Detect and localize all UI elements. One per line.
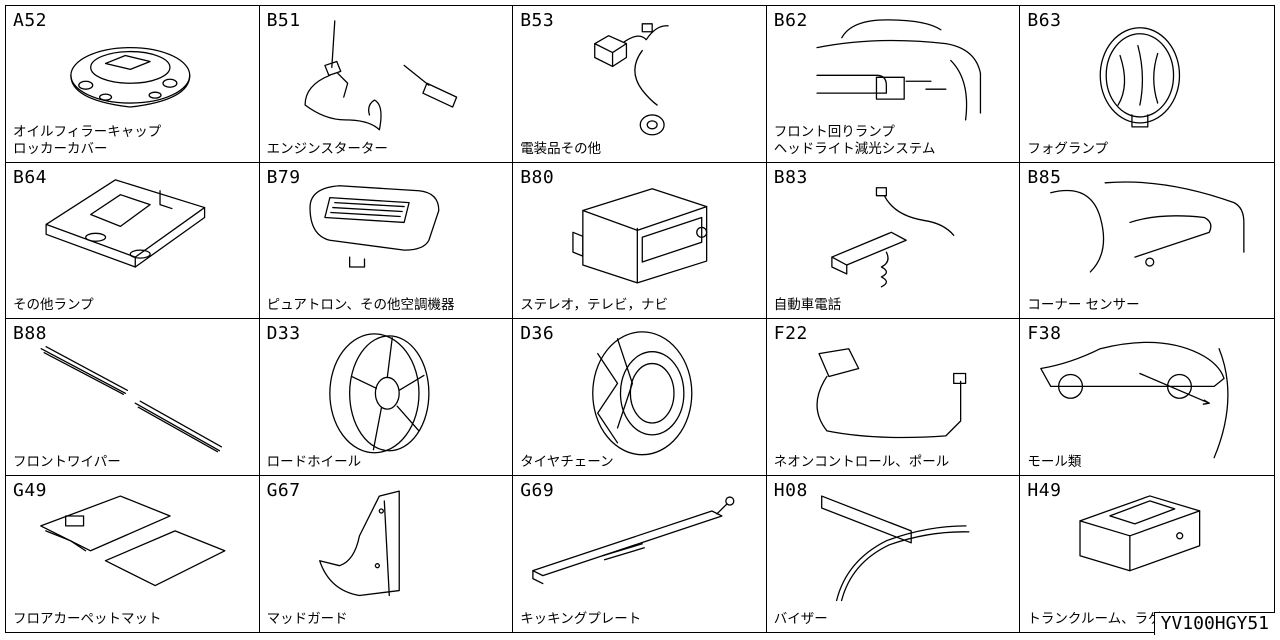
part-cell-b62[interactable]: B62 フロント回りランプ ヘッドライト減光システム (766, 6, 1021, 163)
car-phone-illustration (831, 186, 955, 287)
part-cell-h49[interactable]: H49 トランクルーム、ラゲージルーム (1020, 476, 1274, 633)
part-code: D36 (520, 323, 555, 344)
road-wheel-illustration (328, 333, 430, 454)
part-cell-h08[interactable]: H08 バイザー (767, 475, 1021, 632)
diagram-code: YV100HGY51 (1153, 612, 1275, 635)
neon-control-illustration (816, 348, 967, 439)
part-label: 自動車電話 (773, 297, 842, 313)
part-code: B53 (520, 10, 555, 31)
part-cell-f22[interactable]: F22 ネオンコントロール、ポール (766, 319, 1021, 476)
part-label: キッキングプレート (520, 611, 642, 627)
part-label: フロントワイパー (13, 453, 121, 470)
part-cell-b85[interactable]: B85 コーナー センサー (1020, 163, 1274, 319)
part-code: D33 (266, 323, 301, 344)
part-code: B79 (266, 166, 301, 188)
tire-chain-illustration (592, 331, 693, 456)
part-code: B64 (13, 166, 48, 188)
trunk-box-illustration (1079, 494, 1201, 571)
part-cell-b63[interactable]: B63 フォグランプ (1020, 6, 1274, 163)
part-code: H08 (773, 479, 808, 501)
moldings-illustration (1040, 341, 1229, 459)
part-code: G69 (520, 479, 555, 501)
engine-starter-illustration (304, 20, 457, 131)
part-label: エンジンスターター (266, 140, 388, 157)
part-code: B88 (13, 323, 48, 344)
part-code: B63 (1027, 10, 1062, 31)
stereo-unit-illustration (572, 187, 708, 283)
part-label: ピュアトロン、その他空調機器 (266, 297, 455, 313)
fog-lamp-illustration (1100, 27, 1181, 128)
part-cell-f38[interactable]: F38 モール類 (1020, 319, 1274, 476)
part-label: フロント回りランプ ヘッドライト減光システム (773, 123, 936, 157)
oil-filler-cap-illustration (70, 46, 191, 108)
part-label: モール類 (1027, 453, 1082, 470)
part-cell-g69[interactable]: G69 キッキングプレート (513, 475, 767, 632)
part-label: コーナー センサー (1027, 297, 1140, 313)
part-label: ロードホイール (266, 453, 362, 470)
part-cell-b88[interactable]: B88 フロントワイパー (6, 319, 260, 476)
part-code: B62 (773, 10, 808, 31)
part-label: フロアカーペットマット (13, 611, 162, 627)
corner-sensor-illustration (1050, 180, 1245, 273)
part-cell-d33[interactable]: D33 ロードホイール (259, 319, 514, 476)
front-lamps-illustration (816, 19, 981, 121)
floor-mat-illustration (40, 494, 226, 586)
part-code: F38 (1027, 323, 1062, 344)
electrical-parts-illustration (594, 23, 669, 136)
part-label: マッドガード (266, 611, 348, 627)
part-cell-b53[interactable]: B53 電装品その他 (513, 6, 767, 163)
part-cell-g49[interactable]: G49 フロアカーペットマット (6, 475, 260, 632)
mud-guard-illustration (318, 489, 400, 596)
part-label: バイザー (773, 611, 828, 627)
part-cell-b51[interactable]: B51 エンジンスターター (259, 6, 514, 163)
part-code: G49 (13, 479, 48, 501)
part-code: B51 (266, 10, 301, 31)
part-label: ステレオ，テレビ，ナビ (520, 297, 669, 313)
part-label: ネオンコントロール、ポール (773, 453, 950, 470)
part-label: タイヤチェーン (520, 453, 614, 470)
kicking-plate-illustration (532, 495, 735, 584)
wiper-blades-illustration (40, 346, 223, 453)
part-cell-b79[interactable]: B79 ピュアトロン、その他空調機器 (259, 162, 514, 319)
visor-illustration (820, 494, 970, 601)
part-label: フォグランプ (1027, 140, 1108, 157)
part-label: オイルフィラーキャップ ロッカーカバー (13, 123, 162, 157)
part-code: F22 (773, 323, 808, 344)
part-code: B85 (1027, 166, 1062, 188)
air-purifier-illustration (308, 184, 440, 268)
part-code: A52 (13, 10, 48, 31)
part-cell-g67[interactable]: G67 マッドガード (260, 475, 514, 632)
part-label: 電装品その他 (520, 140, 602, 157)
parts-index-grid: A52 オイルフィラーキャップ ロッカーカバー B51 エンジンスターター B5… (5, 5, 1275, 633)
part-code: G67 (266, 479, 301, 501)
part-cell-b64[interactable]: B64 その他ランプ (6, 162, 260, 319)
interior-lamp-illustration (45, 178, 206, 268)
part-code: B80 (520, 166, 555, 188)
part-cell-b80[interactable]: B80 ステレオ，テレビ，ナビ (513, 162, 767, 319)
part-code: H49 (1027, 479, 1062, 501)
part-code: B83 (773, 166, 808, 188)
part-cell-d36[interactable]: D36 タイヤチェーン (513, 319, 767, 476)
part-cell-a52[interactable]: A52 オイルフィラーキャップ ロッカーカバー (6, 6, 260, 163)
part-label: その他ランプ (13, 297, 94, 313)
part-cell-b83[interactable]: B83 自動車電話 (766, 162, 1021, 319)
